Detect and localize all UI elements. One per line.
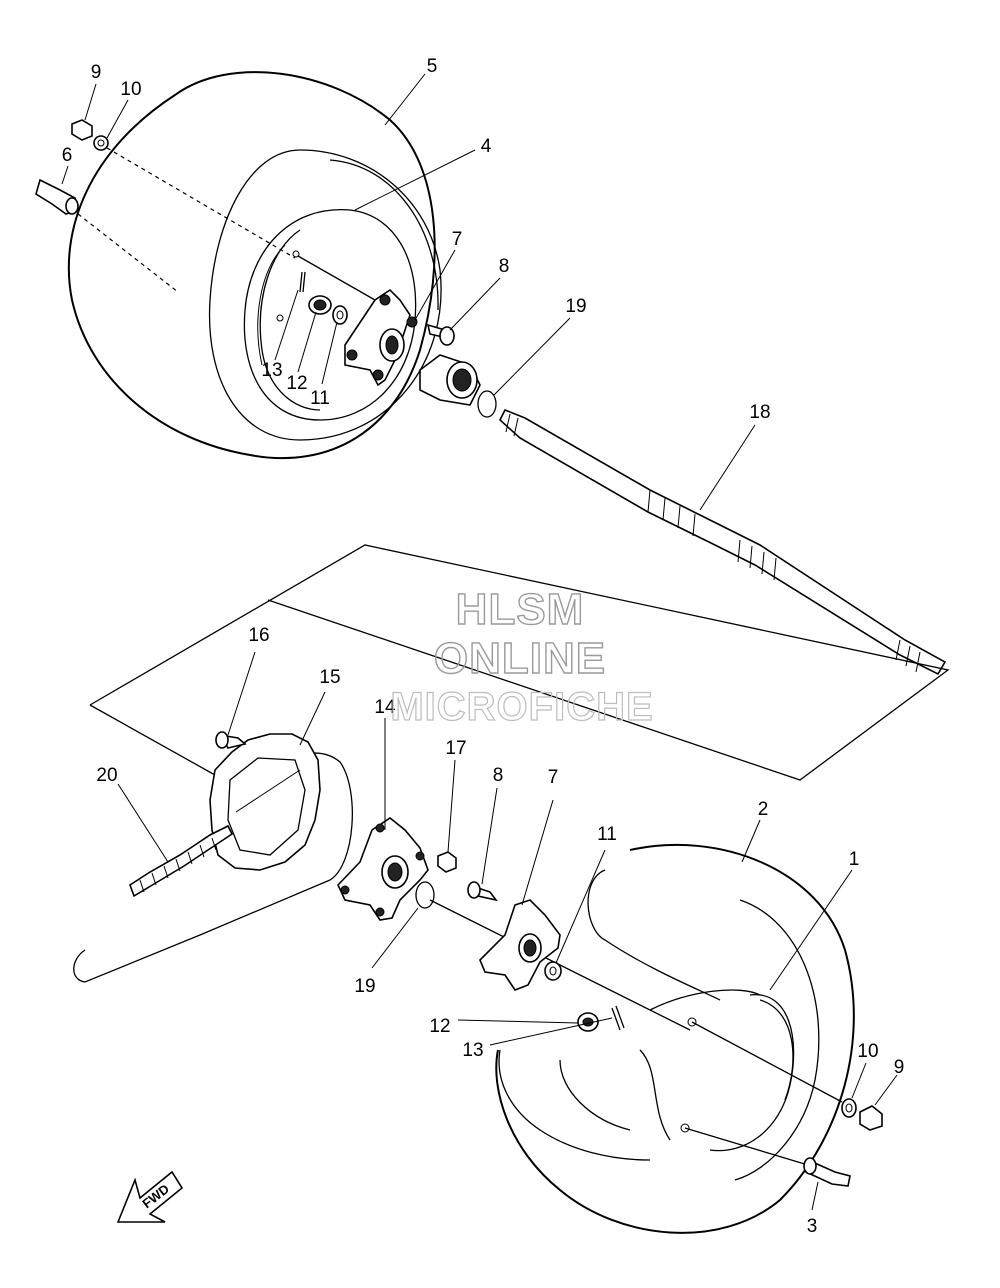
upper-wheel-rim bbox=[243, 209, 417, 421]
sprocket-15 bbox=[209, 733, 321, 871]
lower-tire-2 bbox=[495, 843, 855, 1234]
callout-11-lower: 11 bbox=[597, 824, 617, 845]
bolt-16 bbox=[215, 731, 247, 749]
lower-nut-12 bbox=[577, 1012, 599, 1032]
lower-hub-7 bbox=[479, 899, 561, 991]
nut-9-lower bbox=[859, 1105, 883, 1131]
callout-13-lower: 13 bbox=[462, 1040, 483, 1061]
callout-12-upper: 12 bbox=[286, 373, 307, 394]
upper-o-ring-19 bbox=[477, 390, 497, 418]
valve-stem-6 bbox=[35, 178, 79, 215]
callout-12-lower: 12 bbox=[429, 1016, 450, 1037]
leader-lines bbox=[61, 73, 898, 1211]
lower-bolt-8 bbox=[467, 881, 498, 902]
watermark: HLSM ONLINE MICROFICHE bbox=[390, 584, 654, 729]
lower-axis-line bbox=[429, 899, 691, 1031]
callout-8-lower: 8 bbox=[493, 765, 504, 786]
callout-19-lower: 19 bbox=[354, 976, 375, 997]
upper-hub-assembly bbox=[344, 288, 418, 387]
callout-2: 2 bbox=[758, 799, 769, 820]
lower-washer-11 bbox=[544, 961, 562, 981]
forward-direction-arrow: FWD bbox=[116, 1170, 184, 1223]
chain-20 bbox=[129, 824, 234, 898]
watermark-line-2: ONLINE bbox=[434, 634, 606, 683]
watermark-line-3: MICROFICHE bbox=[390, 685, 653, 729]
callout-13-upper: 13 bbox=[261, 360, 282, 381]
callout-11-upper: 11 bbox=[310, 388, 330, 409]
callout-9-upper: 9 bbox=[91, 62, 102, 83]
wheel-stud-3 bbox=[803, 1157, 851, 1187]
assembly-outline-frame bbox=[89, 544, 950, 781]
rear-axle-18 bbox=[499, 408, 947, 676]
callout-7-upper: 7 bbox=[452, 229, 463, 250]
callout-18: 18 bbox=[749, 402, 770, 423]
lower-cotter-pin-13 bbox=[611, 1005, 625, 1031]
upper-cotter-pin-13 bbox=[299, 271, 306, 293]
callout-3: 3 bbox=[807, 1216, 818, 1237]
callout-4: 4 bbox=[481, 136, 492, 157]
washer-10-lower bbox=[841, 1098, 857, 1118]
callout-20: 20 bbox=[96, 765, 117, 786]
callout-9-lower: 9 bbox=[894, 1057, 905, 1078]
callout-6: 6 bbox=[62, 145, 73, 166]
upper-washer-11 bbox=[332, 305, 348, 325]
lower-hub-14 bbox=[337, 817, 429, 921]
washer-10-upper bbox=[93, 135, 109, 151]
callout-19-upper: 19 bbox=[565, 296, 586, 317]
callout-10-lower: 10 bbox=[857, 1041, 878, 1062]
stud-line-upper bbox=[691, 1021, 843, 1103]
callout-17: 17 bbox=[445, 738, 466, 759]
callout-7-lower: 7 bbox=[548, 767, 559, 788]
upper-bolt-8 bbox=[426, 323, 455, 346]
callout-10-upper: 10 bbox=[120, 79, 141, 100]
watermark-line-1: HLSM bbox=[456, 585, 585, 634]
callout-16: 16 bbox=[248, 625, 269, 646]
callout-5: 5 bbox=[427, 56, 438, 77]
callout-8-upper: 8 bbox=[499, 256, 510, 277]
lower-nut-17 bbox=[437, 851, 457, 873]
callout-14: 14 bbox=[374, 697, 396, 718]
upper-tire bbox=[67, 71, 442, 460]
callout-numbers: 9 10 6 5 4 7 8 19 13 12 11 18 16 15 14 1… bbox=[62, 56, 905, 1237]
upper-bearing-housing bbox=[419, 354, 481, 406]
lower-wheel-rim bbox=[639, 989, 795, 1152]
stud-line-lower bbox=[684, 1127, 809, 1166]
upper-nut-12 bbox=[308, 295, 332, 315]
callout-1: 1 bbox=[849, 849, 860, 870]
callout-15: 15 bbox=[319, 667, 340, 688]
lower-o-ring-19 bbox=[415, 881, 435, 909]
nut-9-upper bbox=[71, 119, 93, 141]
